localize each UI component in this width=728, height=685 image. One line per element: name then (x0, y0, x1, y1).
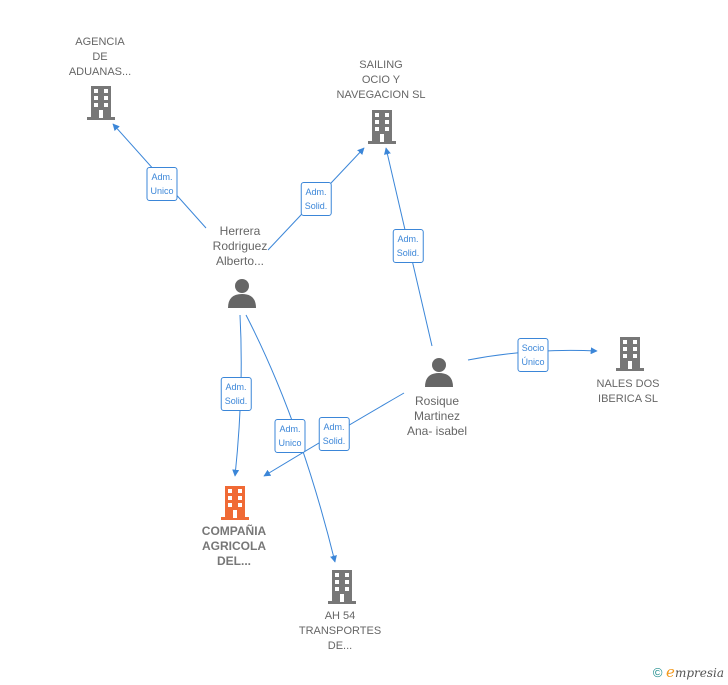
main-company-building-icon[interactable] (220, 486, 250, 520)
brand-logo: empresia (666, 663, 724, 681)
company-label-ah54[interactable]: AH 54 TRANSPORTES DE... (298, 610, 382, 652)
building-icon[interactable] (327, 570, 357, 604)
person-icon[interactable] (226, 278, 258, 308)
building-icon[interactable] (86, 86, 116, 120)
relation-herrera-agencia[interactable]: Adm. Unico (146, 167, 178, 201)
relation-rosique-compania[interactable]: Adm. Solid. (318, 417, 350, 451)
company-label-sailing[interactable]: SAILING OCIO Y NAVEGACION SL (336, 59, 426, 101)
company-label-compania[interactable]: COMPAÑIA AGRICOLA DEL... (201, 524, 267, 568)
relation-rosique-sailing[interactable]: Adm. Solid. (392, 229, 424, 263)
person-label-rosique[interactable]: Rosique Martinez Ana- isabel (406, 394, 468, 438)
person-icon[interactable] (423, 357, 455, 387)
relation-herrera-compania[interactable]: Adm. Solid. (220, 377, 252, 411)
building-icon[interactable] (367, 110, 397, 144)
company-label-agencia[interactable]: AGENCIA DE ADUANAS... (68, 36, 132, 78)
footer-brand: © empresia (653, 663, 724, 681)
relation-herrera-sailing[interactable]: Adm. Solid. (300, 182, 332, 216)
relation-rosique-nales[interactable]: Socio Único (517, 338, 549, 372)
copyright-symbol: © (652, 665, 663, 680)
person-label-herrera[interactable]: Herrera Rodriguez Alberto... (212, 224, 268, 268)
building-icon[interactable] (615, 337, 645, 371)
relation-herrera-ah54[interactable]: Adm. Unico (274, 419, 306, 453)
company-label-nales[interactable]: NALES DOS IBERICA SL (596, 378, 660, 405)
